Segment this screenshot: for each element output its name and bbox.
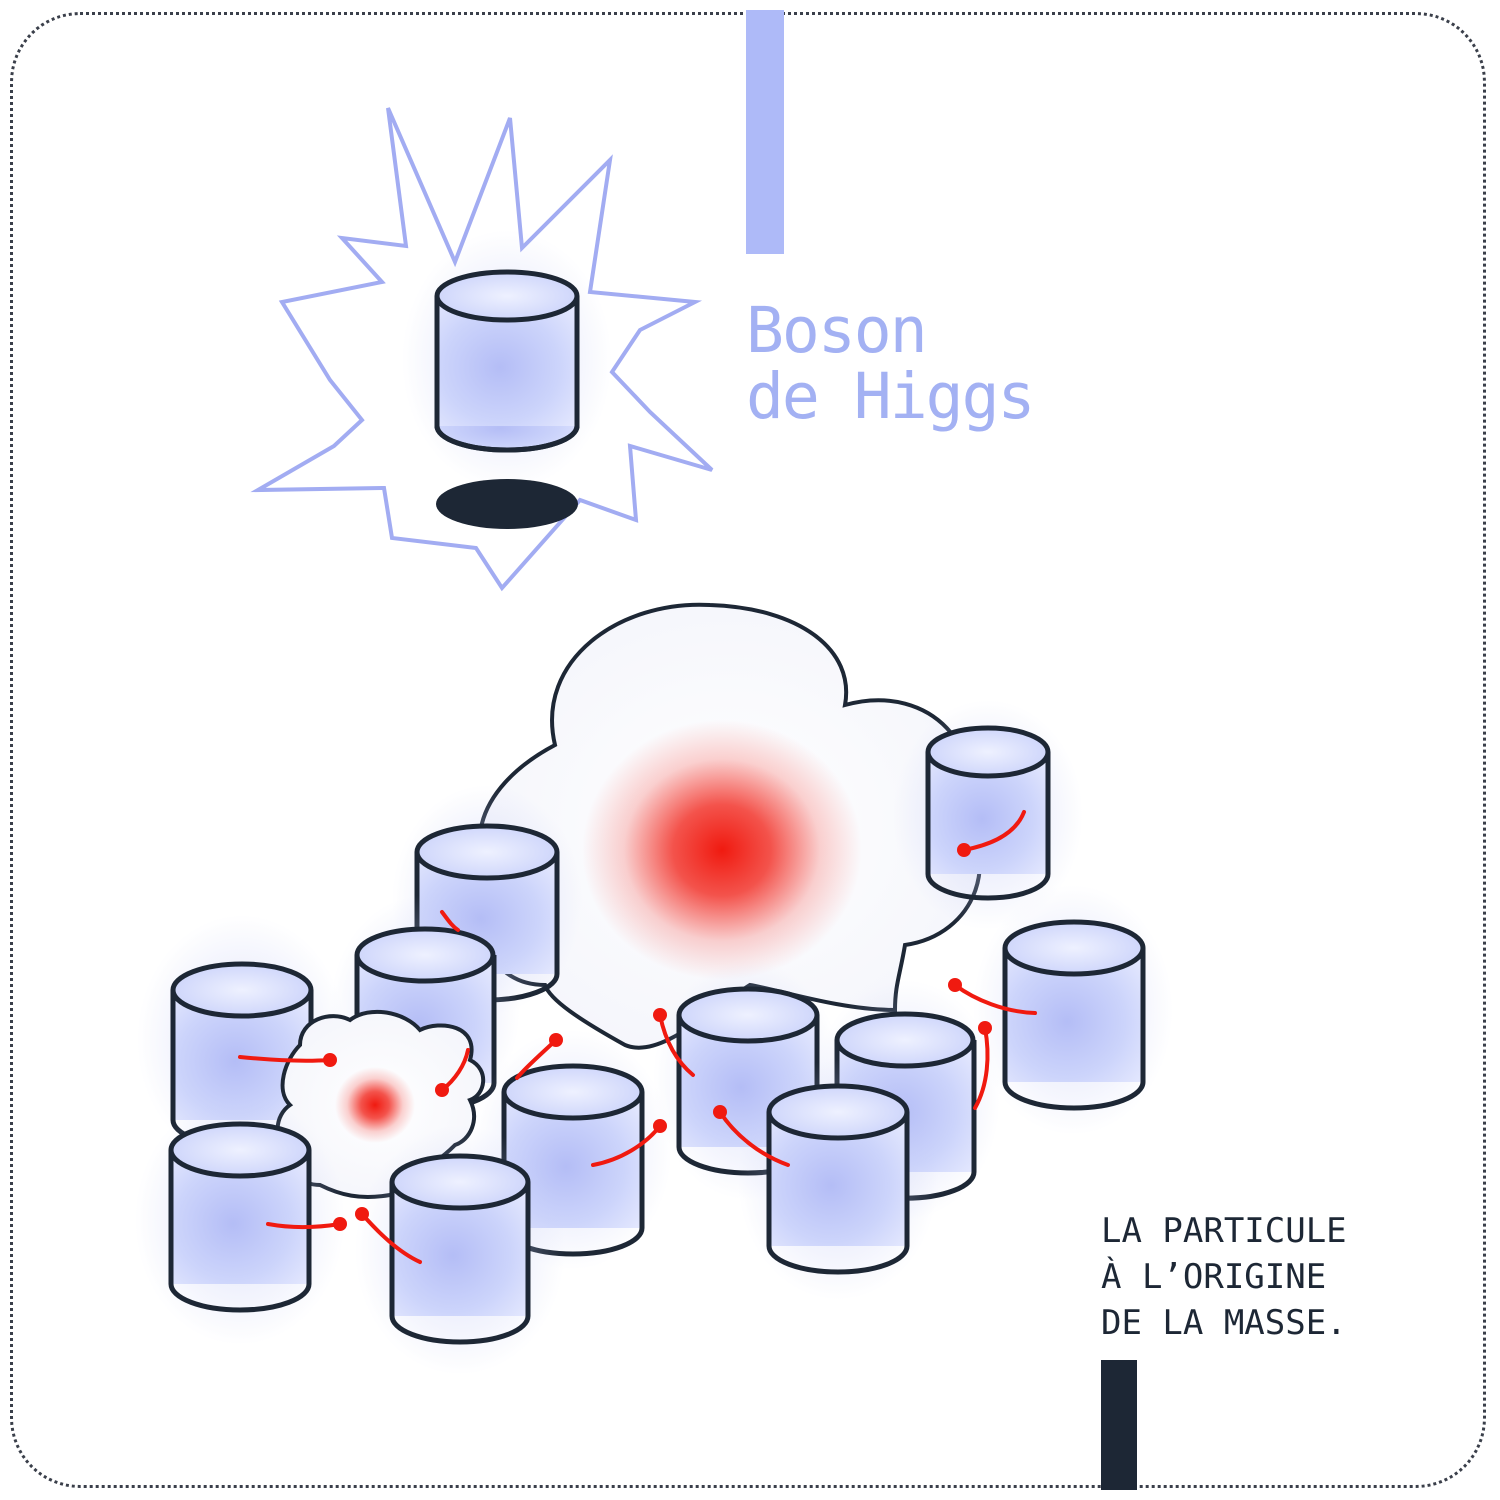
boson-shadow: [436, 479, 578, 529]
page-title: Boson de Higgs: [746, 298, 1033, 430]
caption-line-3: DE LA MASSE.: [1101, 1300, 1347, 1346]
cylinder-icon: [355, 1125, 565, 1375]
caption-line-2: À L’ORIGINE: [1101, 1254, 1347, 1300]
caption-line-1: LA PARTICULE: [1101, 1208, 1347, 1254]
cylinder-icon: [738, 1060, 938, 1300]
title-line-2: de Higgs: [746, 364, 1033, 430]
boson-cylinder: [402, 230, 612, 490]
title-line-1: Boson: [746, 298, 1033, 364]
cylinder-icon: [135, 1095, 345, 1345]
caption: LA PARTICULE À L’ORIGINE DE LA MASSE.: [1101, 1208, 1347, 1346]
